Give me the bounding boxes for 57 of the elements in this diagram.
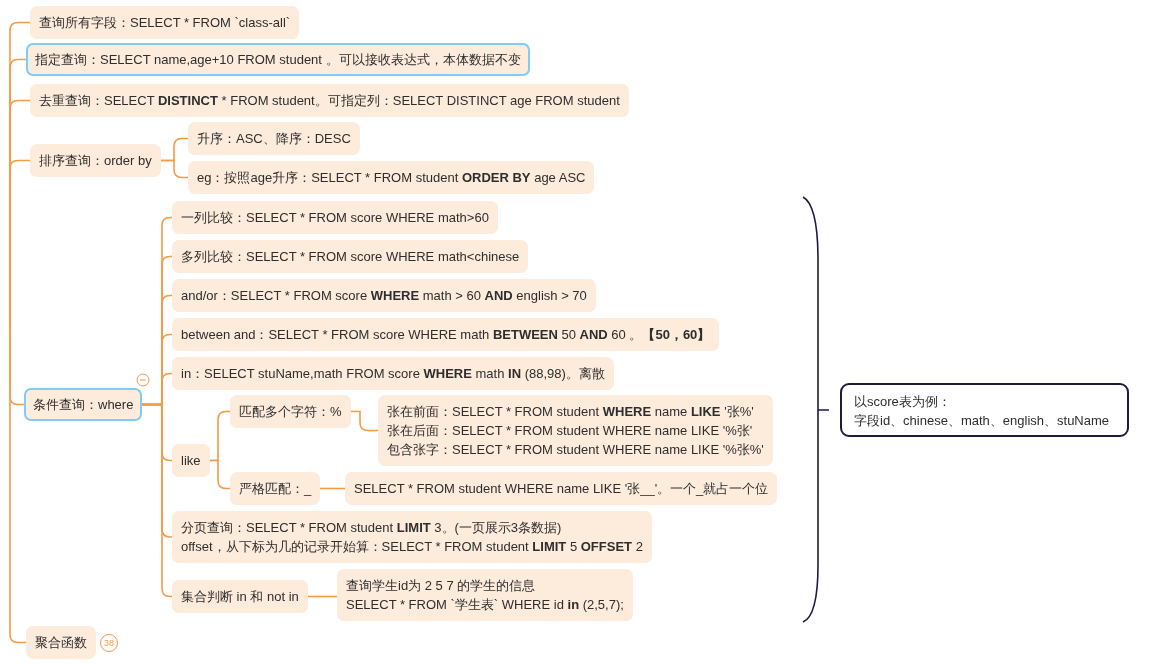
topic-text: 查询学生id为 2 5 7 的学生的信息: [346, 577, 537, 595]
topic-box: [172, 511, 652, 563]
topic-text: eg：按照age升序：SELECT * FROM student ORDER BY age ASC: [197, 169, 586, 187]
topic-box: [30, 84, 629, 117]
topic-text: in：SELECT stuName,math FROM score WHERE math IN (88,98)。离散: [181, 365, 605, 383]
topic-text: 严格匹配：_: [239, 480, 312, 498]
topic-text: 指定查询：SELECT name,age+10 FROM student 。可以接收表达式，本体数据不变: [35, 51, 521, 69]
connector: [9, 159, 31, 331]
topic-text: 排序查询：order by: [39, 152, 152, 170]
topic-text: 去重查询：SELECT DISTINCT* FROM student。可指定列：SELECT DISTINCT age FROM student: [39, 92, 620, 110]
topic-text: 聚合函数: [35, 634, 87, 652]
topic-text: 升序：ASC、降序：DESC: [197, 130, 351, 148]
topic-box: [230, 395, 351, 428]
topic-text: 张在前面：SELECT * FROM student WHERE name LIKE '张%': [387, 403, 755, 421]
topic-text: 字段id、chinese、math、english、stuName: [854, 412, 1110, 430]
topic-box: [30, 6, 300, 39]
connector: [141, 403, 173, 598]
topic-box: [345, 472, 778, 505]
topic-box: [188, 122, 360, 155]
topic-text: like: [181, 452, 201, 470]
topic-text: 以score表为例：: [854, 393, 952, 411]
topic-box: [172, 580, 308, 613]
topic-text: 分页查询：SELECT * FROM student LIMIT 3。(一页展示3条数据): [181, 519, 563, 537]
topic-text: between and：SELECT * FROM score WHERE math BETWEEN 50 AND 60 。【50，60】: [181, 326, 711, 344]
connector: [350, 410, 379, 432]
topic-text: 查询所有字段：SELECT * FROM `class-all`: [39, 14, 291, 32]
topic-box: [26, 43, 530, 76]
connector: [307, 595, 338, 598]
topic-text: 一列比较：SELECT * FROM score WHERE math>60: [181, 209, 489, 227]
topic-text: 集合判断 in 和 not in: [181, 588, 299, 606]
topic-text: 匹配多个字符：%: [239, 403, 342, 421]
connector: [9, 329, 27, 644]
topic-text: and/or：SELECT * FROM score WHERE math > 60 AND english > 70: [181, 287, 587, 305]
topic-box: [24, 388, 143, 421]
topic-box: [188, 161, 595, 194]
connector: [160, 159, 189, 179]
topic-text: 条件查询：where: [33, 396, 134, 414]
topic-box: [172, 279, 596, 312]
note-box: [840, 383, 1130, 437]
topic-box: [172, 444, 210, 477]
connector: [319, 487, 346, 490]
topic-box: [172, 357, 614, 390]
topic-text: offset，从下标为几的记录开始算：SELECT * FROM student LIMIT 5 OFFSET 2: [181, 538, 643, 556]
topic-text: 张在后面：SELECT * FROM student WHERE name LIKE '%张': [387, 422, 754, 440]
topic-text: 包含张字：SELECT * FROM student WHERE name LIKE '%张%': [387, 441, 764, 459]
topic-box: [30, 144, 161, 177]
topic-box: [230, 472, 321, 505]
topic-box: [337, 569, 633, 621]
topic-text: SELECT * FROM `学生表` WHERE id in (2,5,7);: [346, 596, 624, 614]
topic-box: [172, 318, 720, 351]
topic-box: [378, 395, 773, 466]
count-badge: 38: [100, 633, 118, 652]
topic-text: SELECT * FROM student WHERE name LIKE '张__'。一个_就占一个位: [354, 480, 769, 498]
topic-text: 多列比较：SELECT * FROM score WHERE math<chinese: [181, 248, 520, 266]
topic-box: [26, 626, 96, 659]
topic-box: [172, 201, 498, 234]
topic-box: [172, 240, 529, 273]
